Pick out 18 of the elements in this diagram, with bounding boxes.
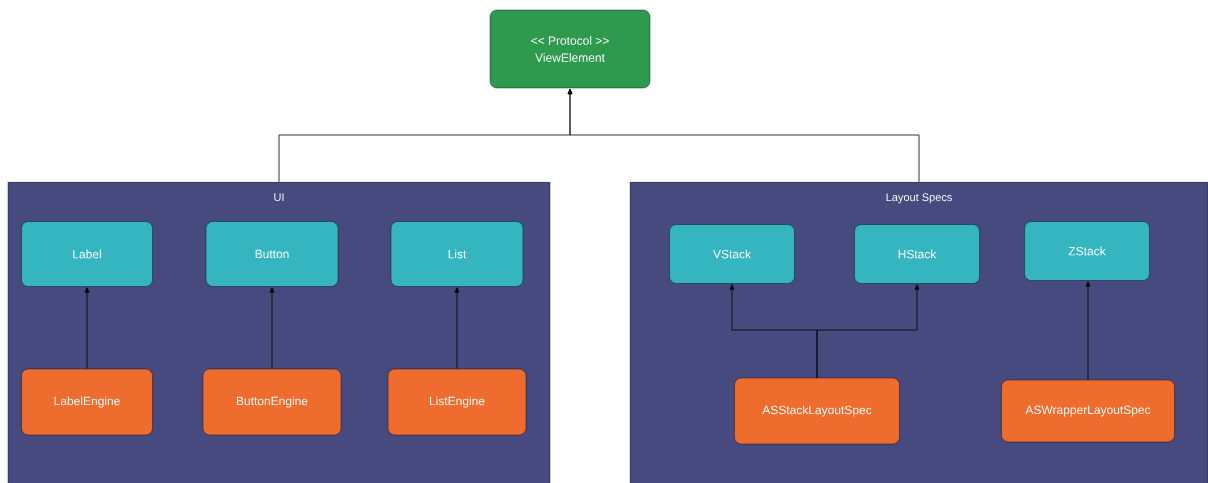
arrow xyxy=(816,284,920,379)
class-box: Label xyxy=(21,221,153,287)
class-box: List xyxy=(390,221,524,287)
class-box: LabelEngine xyxy=(21,368,153,436)
class-box: ASWrapperLayoutSpec xyxy=(1001,379,1175,443)
arrow xyxy=(84,287,90,370)
arrow xyxy=(1085,281,1091,381)
arrow xyxy=(269,287,275,370)
class-box: HStack xyxy=(854,224,980,284)
class-box: ButtonEngine xyxy=(202,368,342,436)
class-box: ZStack xyxy=(1024,221,1150,281)
class-box: ASStackLayoutSpec xyxy=(734,377,900,445)
protocol-box: << Protocol >> ViewElement xyxy=(489,9,651,89)
class-box: Button xyxy=(205,221,339,287)
class-box: VStack xyxy=(669,224,795,284)
class-box: ListEngine xyxy=(387,368,527,436)
arrow xyxy=(454,287,460,370)
arrow xyxy=(567,88,920,183)
